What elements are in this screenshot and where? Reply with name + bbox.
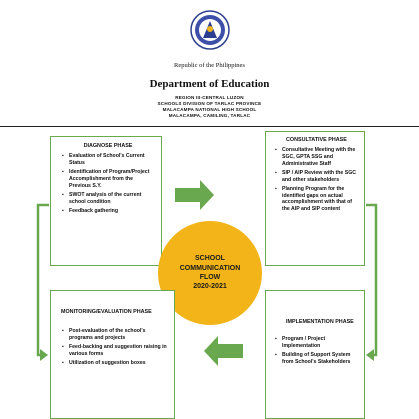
consultative-phase-title: CONSULTATIVE PHASE: [286, 137, 347, 143]
list-item: SWOT analysis of the current school cond…: [62, 192, 155, 206]
arrow-right-icon: [175, 180, 214, 210]
region-text: REGION III-CENTRAL LUZON: [175, 95, 244, 100]
center-line-3: FLOW: [199, 274, 221, 281]
center-line-2: COMMUNICATION: [179, 264, 241, 272]
header-divider: [0, 126, 419, 127]
address-text: MALACAMPA, CAMILING, TARLAC: [168, 113, 251, 118]
list-item: Feed-backing and suggestion raising in v…: [62, 344, 168, 358]
school-name-text: MALACAMPA NATIONAL HIGH SCHOOL: [162, 107, 257, 112]
list-item: SIP / AIP Review with the SGC and other …: [275, 170, 359, 184]
list-item: Consultative Meeting with the SGC, GPTA …: [275, 147, 359, 167]
diagnose-phase-box: DIAGNOSE PHASE Evaluation of School's Cu…: [50, 136, 162, 266]
monitoring-phase-box: MONITORING/EVALUATION PHASE Post-evaluat…: [50, 290, 175, 419]
implementation-phase-title: IMPLEMENTATION PHASE: [286, 319, 354, 325]
division-text: SCHOOLS DIVISION OF TARLAC PROVINCE: [157, 101, 262, 106]
connector-left-icon: [36, 203, 49, 361]
list-item: Planning Program for the identified gaps…: [275, 186, 359, 213]
center-year: 2020-2021: [193, 283, 227, 291]
monitoring-phase-title: MONITORING/EVALUATION PHASE: [61, 309, 152, 315]
list-item: Post-evaluation of the school's programs…: [62, 328, 168, 342]
republic-text: Republic of the Philippines: [174, 62, 245, 69]
consultative-phase-box: CONSULTATIVE PHASE Consultative Meeting …: [265, 131, 365, 266]
department-title: Department of Education: [149, 78, 270, 90]
deped-seal-icon: [190, 10, 230, 50]
list-item: Program / Project Implementation: [275, 336, 359, 350]
implementation-phase-box: IMPLEMENTATION PHASE Program / Project I…: [265, 290, 365, 419]
list-item: Evaluation of School's Current Status: [62, 153, 155, 167]
arrow-left-icon: [204, 336, 243, 366]
center-circle: SCHOOL COMMUNICATION FLOW 2020-2021: [158, 221, 262, 325]
connector-right-icon: [366, 203, 378, 361]
diagnose-phase-title: DIAGNOSE PHASE: [83, 143, 133, 149]
center-line-1: SCHOOL: [195, 255, 225, 263]
list-item: Utilization of suggestion boxes: [62, 360, 168, 367]
list-item: Identification of Program/Project Accomp…: [62, 169, 155, 189]
list-item: Feedback gathering: [62, 208, 155, 215]
list-item: Building of Support System from School's…: [275, 352, 359, 366]
